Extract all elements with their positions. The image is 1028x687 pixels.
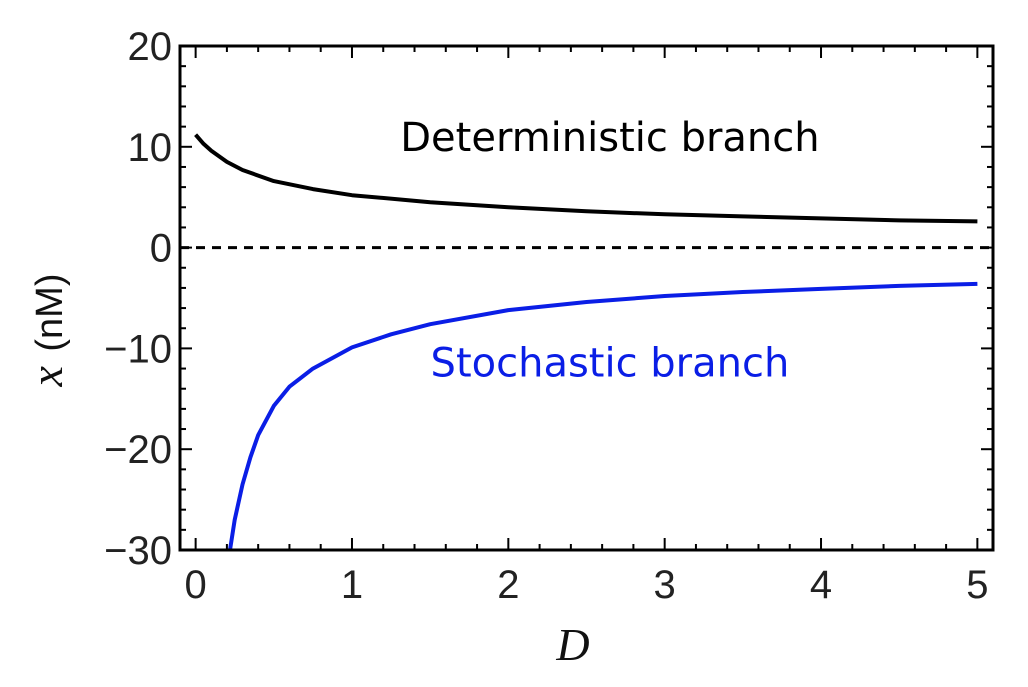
labels-layer: D x (nM) [21,274,590,670]
deterministic-branch-label: Deterministic branch [400,115,819,161]
deterministic-branch-line [194,133,978,224]
y-tick-label: −10 [104,327,172,371]
x-tick-label: 3 [654,563,676,607]
x-tick-label: 1 [341,563,363,607]
series-layer [180,133,993,551]
ticks-layer: 0 1 2 3 4 5 20 10 0 −10 −20 −30 [104,25,993,607]
y-axis-label: x (nM) [21,274,72,388]
x-tick-label: 5 [966,563,988,607]
y-tick-label: −30 [104,529,172,573]
stochastic-branch-line [228,281,978,551]
y-tick-label: 0 [150,227,172,271]
x-tick-label: 0 [185,563,207,607]
stochastic-branch-label: Stochastic branch [431,341,790,387]
y-tick-label: 10 [128,126,173,170]
y-tick-label: −20 [104,428,172,472]
y-tick-label: 20 [128,25,173,69]
x-tick-label: 2 [497,563,519,607]
y-axis-variable: x [21,365,72,387]
x-tick-label: 4 [810,563,832,607]
y-axis-unit: (nM) [29,274,71,352]
x-axis-label: D [555,619,589,670]
plot-frame [178,44,995,552]
